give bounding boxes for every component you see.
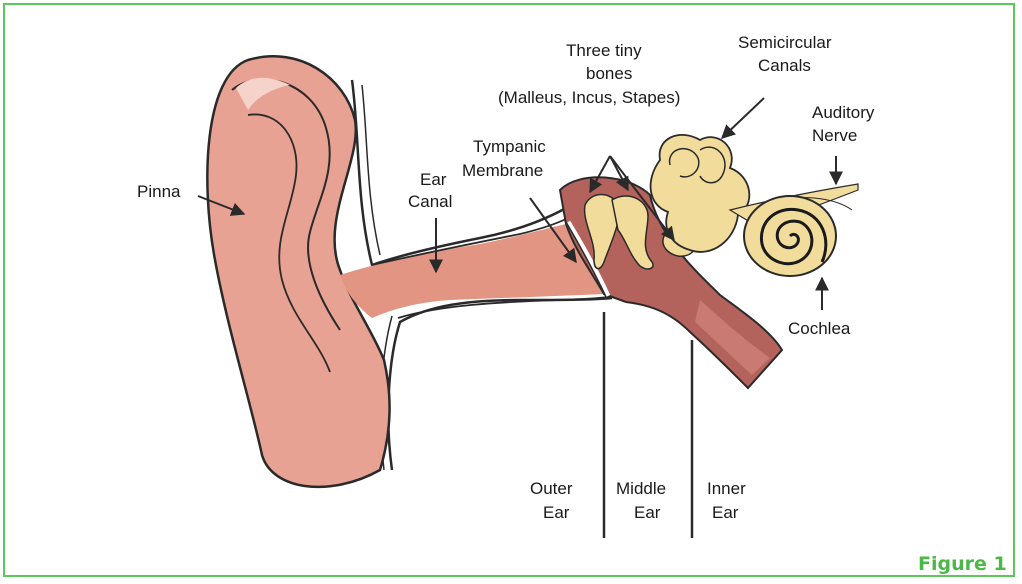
bones-label-line1: Three tiny [566,41,642,60]
tympanic-label-line1: Tympanic [473,137,546,156]
bones-label-line3: (Malleus, Incus, Stapes) [498,88,680,107]
ear-canal-shape [340,224,604,318]
semicircular-arrow [722,98,764,138]
middle-ear-label-line2: Ear [634,503,661,522]
tympanic-label-line2: Membrane [462,161,543,180]
ear-canal-label-line1: Ear [420,170,447,189]
bones-label-line2: bones [586,64,632,83]
cochlea-label: Cochlea [788,319,851,338]
inner-ear-label-line2: Ear [712,503,739,522]
ear-canal-label-line2: Canal [408,192,452,211]
head-outline-lower [388,298,612,470]
inner-ear-label-line1: Inner [707,479,746,498]
semicircular-label-line1: Semicircular [738,33,832,52]
auditory-label-line1: Auditory [812,103,875,122]
figure-caption: Figure 1 [918,553,1007,575]
auditory-label-line2: Nerve [812,126,857,145]
middle-ear-label-line1: Middle [616,479,666,498]
outer-ear-label-line2: Ear [543,503,570,522]
semicircular-label-line2: Canals [758,56,811,75]
pinna-label: Pinna [137,182,181,201]
outer-ear-label-line1: Outer [530,479,573,498]
